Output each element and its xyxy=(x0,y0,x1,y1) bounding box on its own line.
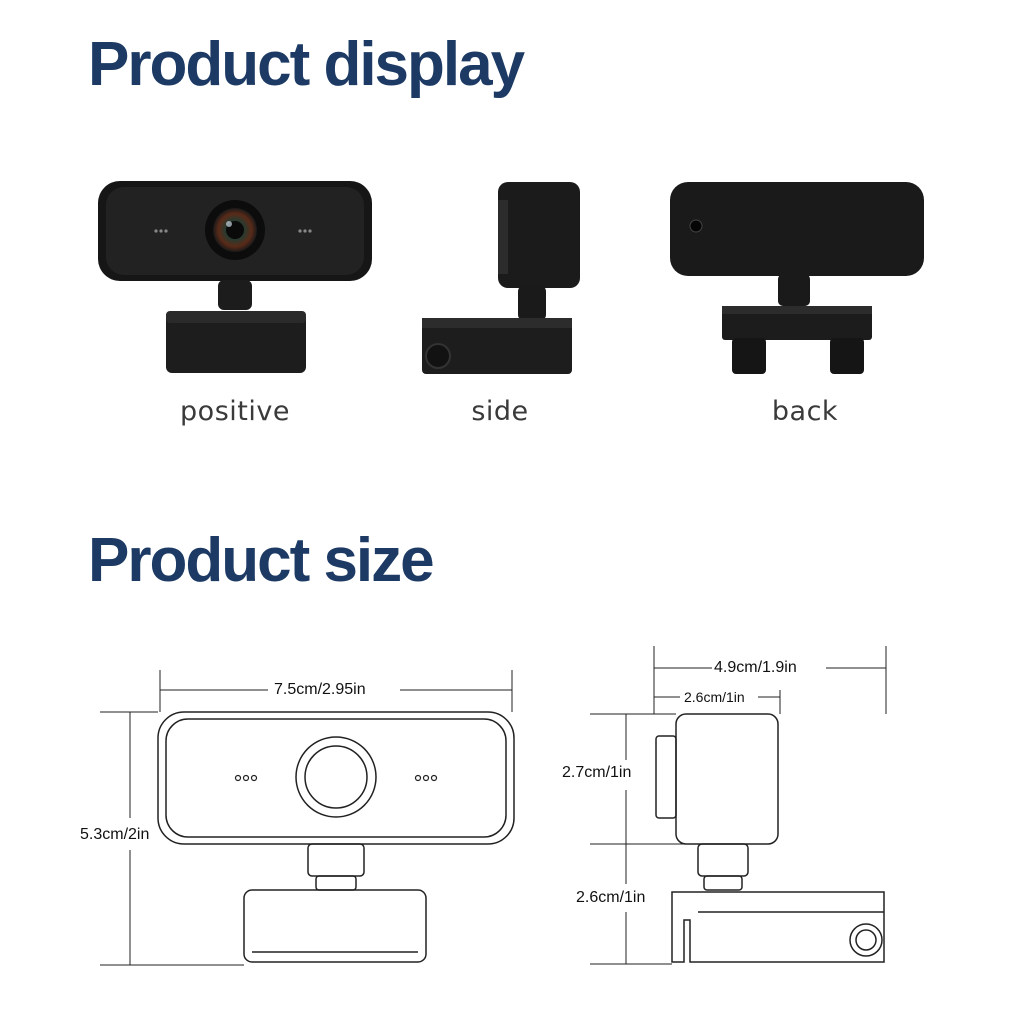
base-height-label: 2.6cm/1in xyxy=(576,889,646,907)
front-width-label: 7.5cm/2.95in xyxy=(274,681,366,699)
webcam-front-photo xyxy=(98,181,372,373)
side-total-depth-label: 4.9cm/1.9in xyxy=(714,659,797,677)
front-outline-drawing xyxy=(157,711,515,963)
side-view-caption: side xyxy=(471,396,529,427)
product-size-heading: Product size xyxy=(88,526,435,595)
product-display-heading: Product display xyxy=(88,30,525,99)
head-height-label: 2.7cm/1in xyxy=(562,764,632,782)
front-view-caption: positive xyxy=(180,396,290,427)
side-head-depth-label: 2.6cm/1in xyxy=(684,689,745,705)
front-height-label: 5.3cm/2in xyxy=(80,826,150,844)
webcam-side-photo xyxy=(422,182,580,374)
side-outline-drawing xyxy=(655,713,885,963)
webcam-back-photo xyxy=(670,182,924,374)
back-view-caption: back xyxy=(771,396,839,427)
